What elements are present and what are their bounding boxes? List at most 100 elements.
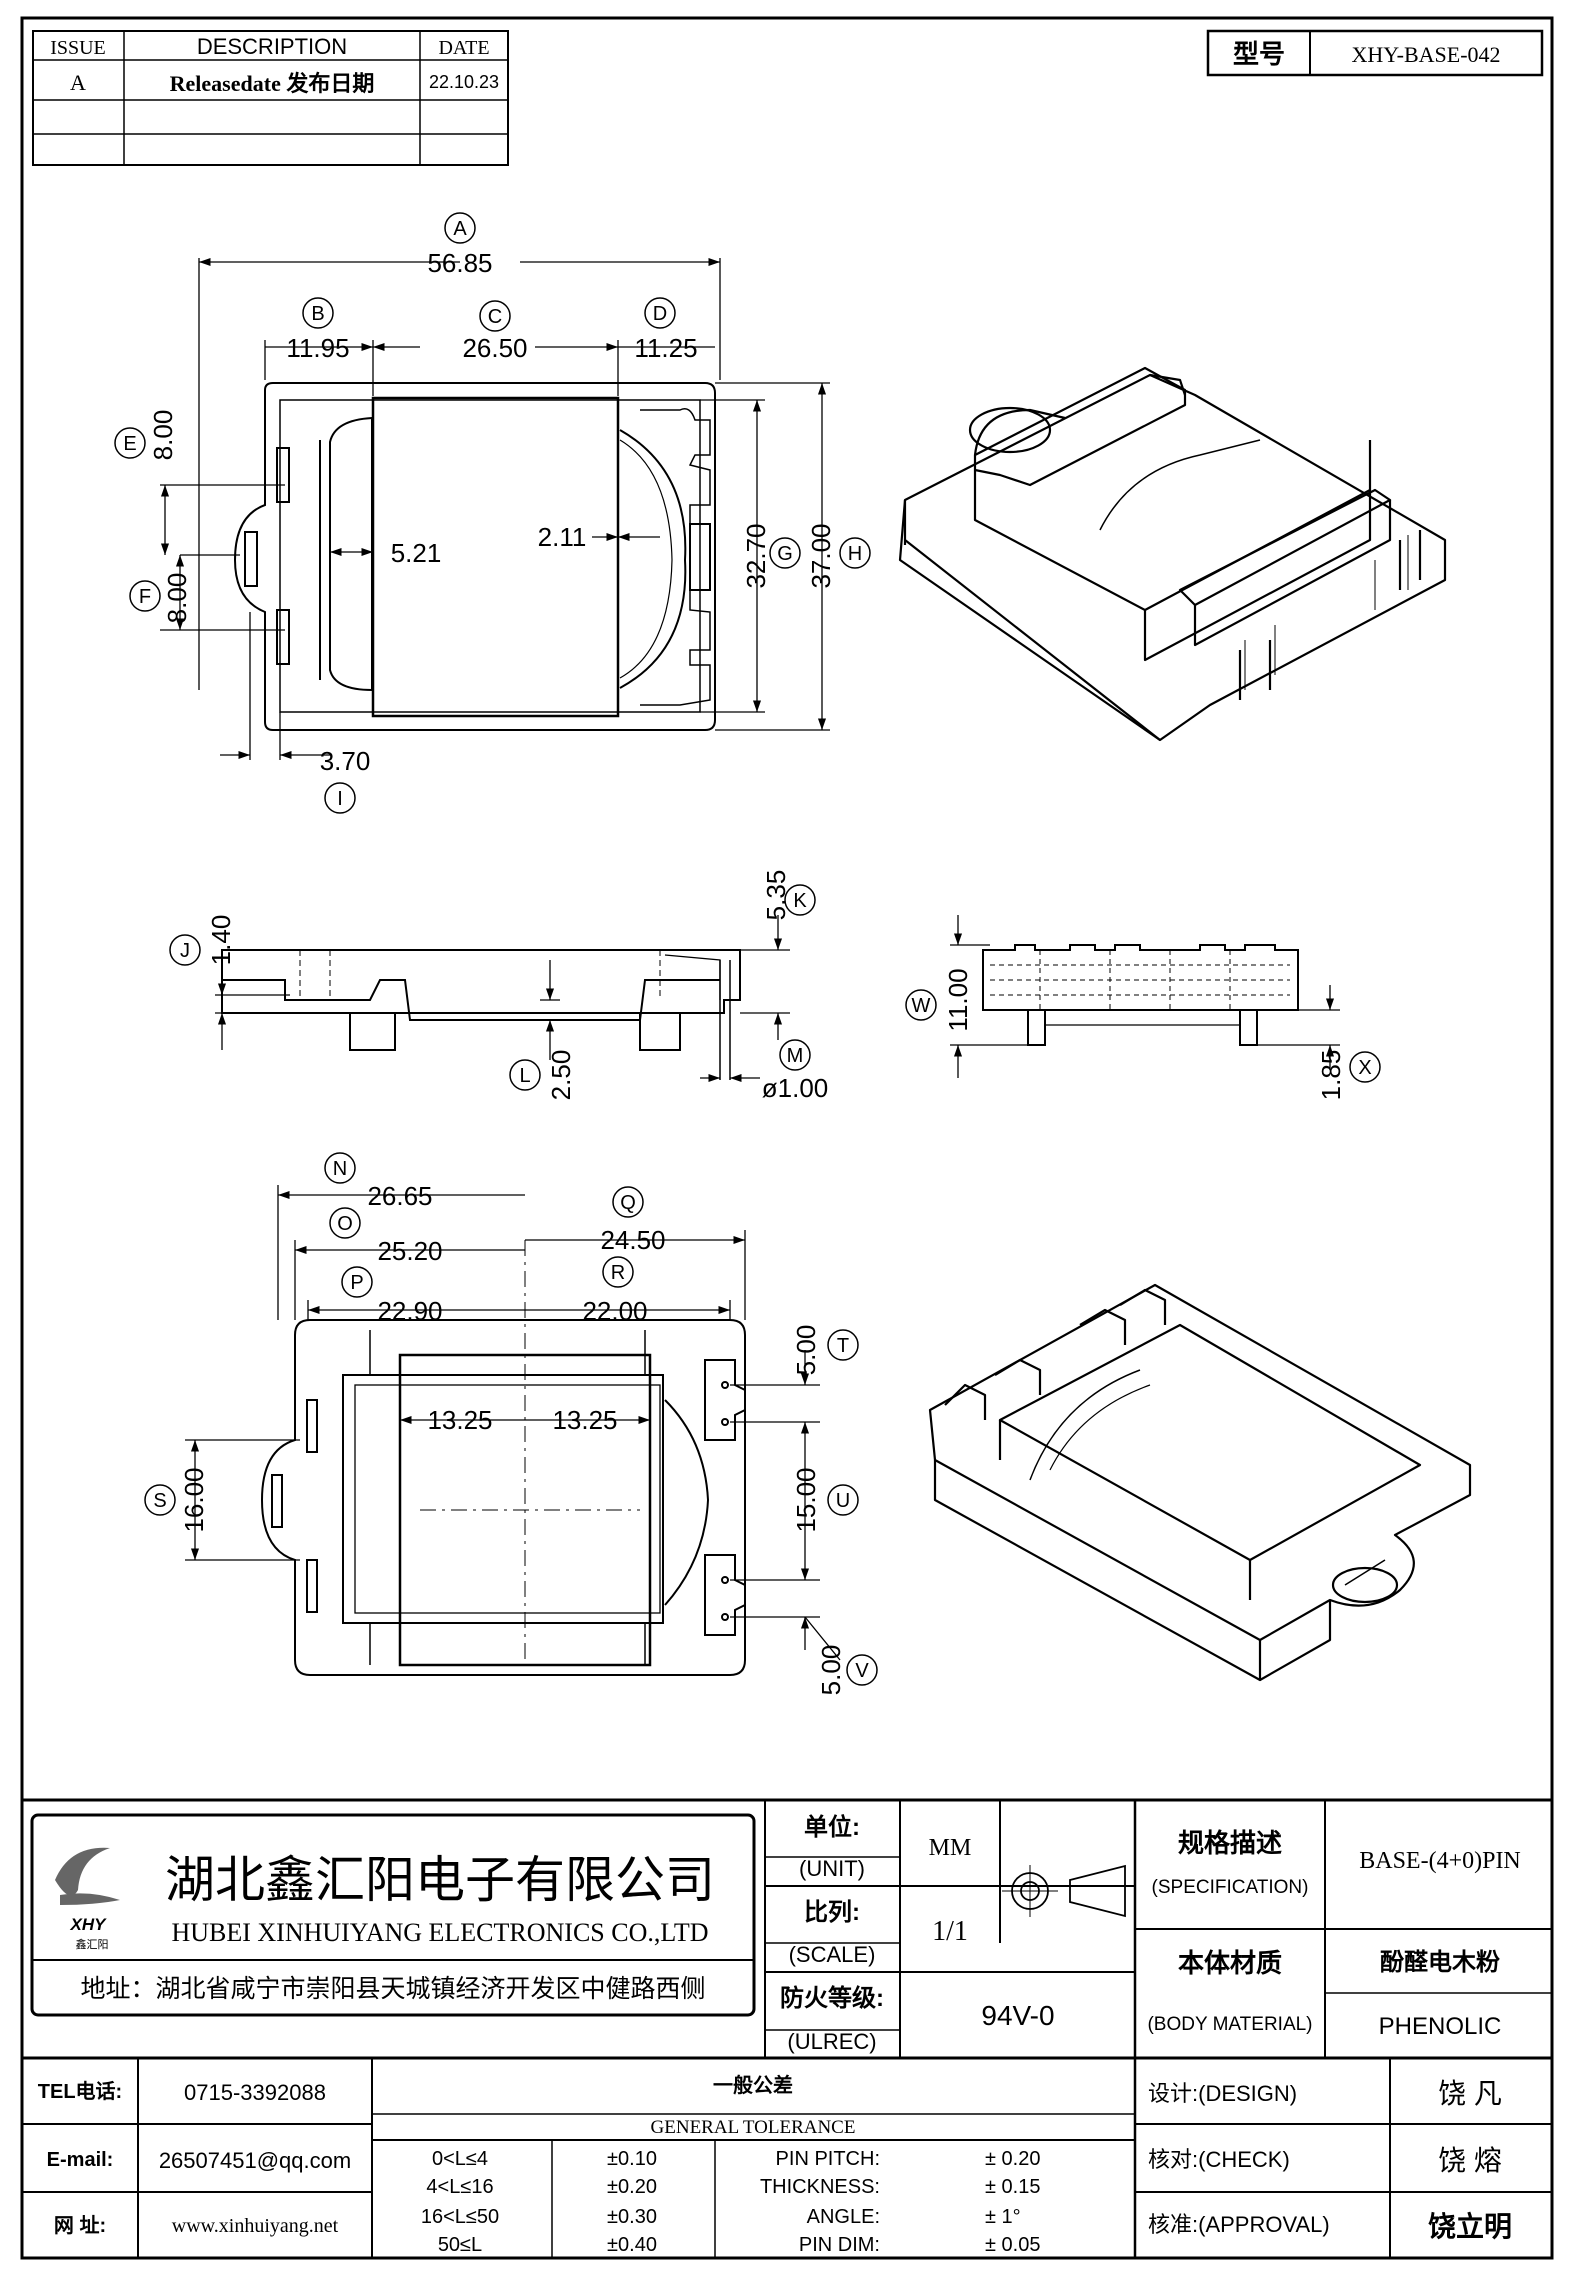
spec-label: 规格描述 bbox=[1178, 1828, 1282, 1858]
tol-range-0: 0<L≤4 bbox=[432, 2148, 488, 2170]
callout-N: N bbox=[333, 1158, 347, 1180]
dim-N: 26.65 bbox=[367, 1181, 432, 1211]
revision-header-issue: ISSUE bbox=[50, 37, 106, 59]
dim-C: 26.50 bbox=[462, 333, 527, 363]
title-block-frame bbox=[22, 1798, 1552, 2258]
callout-K: K bbox=[793, 890, 807, 912]
company-logo: XHY 鑫汇阳 bbox=[55, 1847, 120, 1951]
web-label: 网 址: bbox=[54, 2214, 106, 2237]
revision-row-issue: A bbox=[70, 70, 86, 95]
revision-row-description: Releasedate 发布日期 bbox=[170, 71, 375, 96]
tol-value-1: ±0.20 bbox=[607, 2176, 657, 2198]
callout-R: R bbox=[611, 1262, 625, 1284]
tol-spec-1: ± 0.15 bbox=[985, 2176, 1040, 2198]
logo-text: XHY bbox=[70, 1915, 108, 1934]
dim-B: 11.95 bbox=[286, 333, 349, 363]
dim-L: 2.50 bbox=[546, 1050, 576, 1101]
side-view bbox=[982, 944, 1299, 1046]
callout-E: E bbox=[123, 433, 136, 455]
company-address: 地址：湖北省咸宁市崇阳县天城镇经济开发区中健路西侧 bbox=[80, 1975, 705, 2003]
iso-view-bottom bbox=[928, 1283, 1472, 1682]
tol-range-3: 50≤L bbox=[438, 2234, 482, 2256]
tolerance-title-cn: 一般公差 bbox=[713, 2073, 793, 2097]
bottom-view bbox=[260, 1240, 746, 1676]
callout-M: M bbox=[787, 1045, 804, 1067]
tol-spec-0: ± 0.20 bbox=[985, 2148, 1040, 2170]
projection-symbol bbox=[1002, 1864, 1126, 1918]
model-box bbox=[1206, 29, 1544, 77]
dim-H: 37.00 bbox=[806, 523, 836, 588]
approval-value: 饶立明 bbox=[1428, 2210, 1512, 2242]
dim-E: 8.00 bbox=[148, 410, 178, 461]
dim-W: 11.00 bbox=[943, 968, 973, 1031]
dim-G: 32.70 bbox=[741, 523, 771, 588]
unit-label: 单位: bbox=[804, 1813, 860, 1841]
tel-value: 0715-3392088 bbox=[184, 2080, 326, 2105]
model-value: XHY-BASE-042 bbox=[1351, 42, 1500, 67]
dim-half-right: 13.25 bbox=[552, 1405, 617, 1435]
tol-name-1: THICKNESS: bbox=[760, 2176, 880, 2198]
dim-X: 1.85 bbox=[1316, 1050, 1346, 1101]
scale-label-en: (SCALE) bbox=[789, 1942, 876, 1967]
revision-header-description: DESCRIPTION bbox=[197, 34, 347, 59]
callout-U: U bbox=[836, 1490, 850, 1512]
callouts-side bbox=[905, 989, 1381, 1083]
web-value: www.xinhuiyang.net bbox=[172, 2215, 339, 2237]
tol-range-2: 16<L≤50 bbox=[421, 2206, 499, 2228]
callout-O: O bbox=[337, 1213, 353, 1235]
fire-label-en: (ULREC) bbox=[787, 2029, 876, 2054]
tol-name-0: PIN PITCH: bbox=[776, 2148, 880, 2170]
tol-range-1: 4<L≤16 bbox=[426, 2176, 493, 2198]
callout-W: W bbox=[912, 995, 931, 1017]
dim-M: ø1.00 bbox=[762, 1073, 829, 1103]
unit-value: MM bbox=[929, 1835, 972, 1861]
tol-name-2: ANGLE: bbox=[807, 2206, 880, 2228]
dim-O: 25.20 bbox=[377, 1236, 442, 1266]
check-value: 饶 熔 bbox=[1438, 2145, 1502, 2176]
dim-A: 56.85 bbox=[427, 248, 492, 278]
revision-table bbox=[32, 30, 509, 166]
tolerance-title-en: GENERAL TOLERANCE bbox=[651, 2117, 856, 2138]
side-view-dims bbox=[950, 915, 1340, 1078]
spec-label-en: (SPECIFICATION) bbox=[1152, 1877, 1309, 1898]
callout-P: P bbox=[350, 1272, 363, 1294]
sheet-border bbox=[20, 16, 1554, 2260]
callouts-bottom bbox=[144, 1152, 878, 1686]
callout-V: V bbox=[855, 1660, 869, 1682]
email-label: E-mail: bbox=[47, 2149, 114, 2171]
dim-T: 5.00 bbox=[791, 1325, 821, 1376]
material-value-en: PHENOLIC bbox=[1379, 2013, 1502, 2040]
dim-S: 16.00 bbox=[179, 1467, 209, 1532]
callout-A: A bbox=[453, 218, 467, 240]
tol-value-0: ±0.10 bbox=[607, 2148, 657, 2170]
callout-D: D bbox=[653, 303, 667, 325]
design-value: 饶 凡 bbox=[1438, 2078, 1502, 2109]
dim-R: 22.00 bbox=[582, 1296, 647, 1326]
dim-J: 1.40 bbox=[206, 915, 236, 966]
top-view bbox=[233, 382, 716, 731]
dim-U: 15.00 bbox=[791, 1467, 821, 1532]
iso-view-top bbox=[898, 366, 1447, 742]
dim-inner-right: 2.11 bbox=[538, 522, 587, 552]
email-value: 26507451@qq.com bbox=[159, 2148, 351, 2173]
bottom-view-dims bbox=[185, 1185, 841, 1661]
front-view-dims bbox=[215, 915, 790, 1083]
dim-F: 8.00 bbox=[162, 573, 192, 624]
callout-X: X bbox=[1358, 1057, 1371, 1079]
material-label-en: (BODY MATERIAL) bbox=[1147, 2014, 1312, 2035]
callout-L: L bbox=[519, 1065, 530, 1087]
callout-C: C bbox=[488, 306, 502, 328]
fire-value: 94V-0 bbox=[981, 2000, 1054, 2031]
top-view-dims bbox=[160, 257, 830, 760]
tol-name-3: PIN DIM: bbox=[799, 2234, 880, 2256]
tol-value-2: ±0.30 bbox=[607, 2206, 657, 2228]
company-name-en: HUBEI XINHUIYANG ELECTRONICS CO.,LTD bbox=[171, 1918, 708, 1947]
fire-label: 防火等级: bbox=[780, 1984, 884, 2012]
dim-D: 11.25 bbox=[634, 333, 697, 363]
company-name-cn: 湖北鑫汇阳电子有限公司 bbox=[165, 1852, 715, 1908]
revision-header-date: DATE bbox=[438, 37, 489, 59]
callout-F: F bbox=[139, 586, 151, 608]
design-label: 设计:(DESIGN) bbox=[1148, 2081, 1297, 2106]
tel-label: TEL电话: bbox=[38, 2080, 122, 2103]
